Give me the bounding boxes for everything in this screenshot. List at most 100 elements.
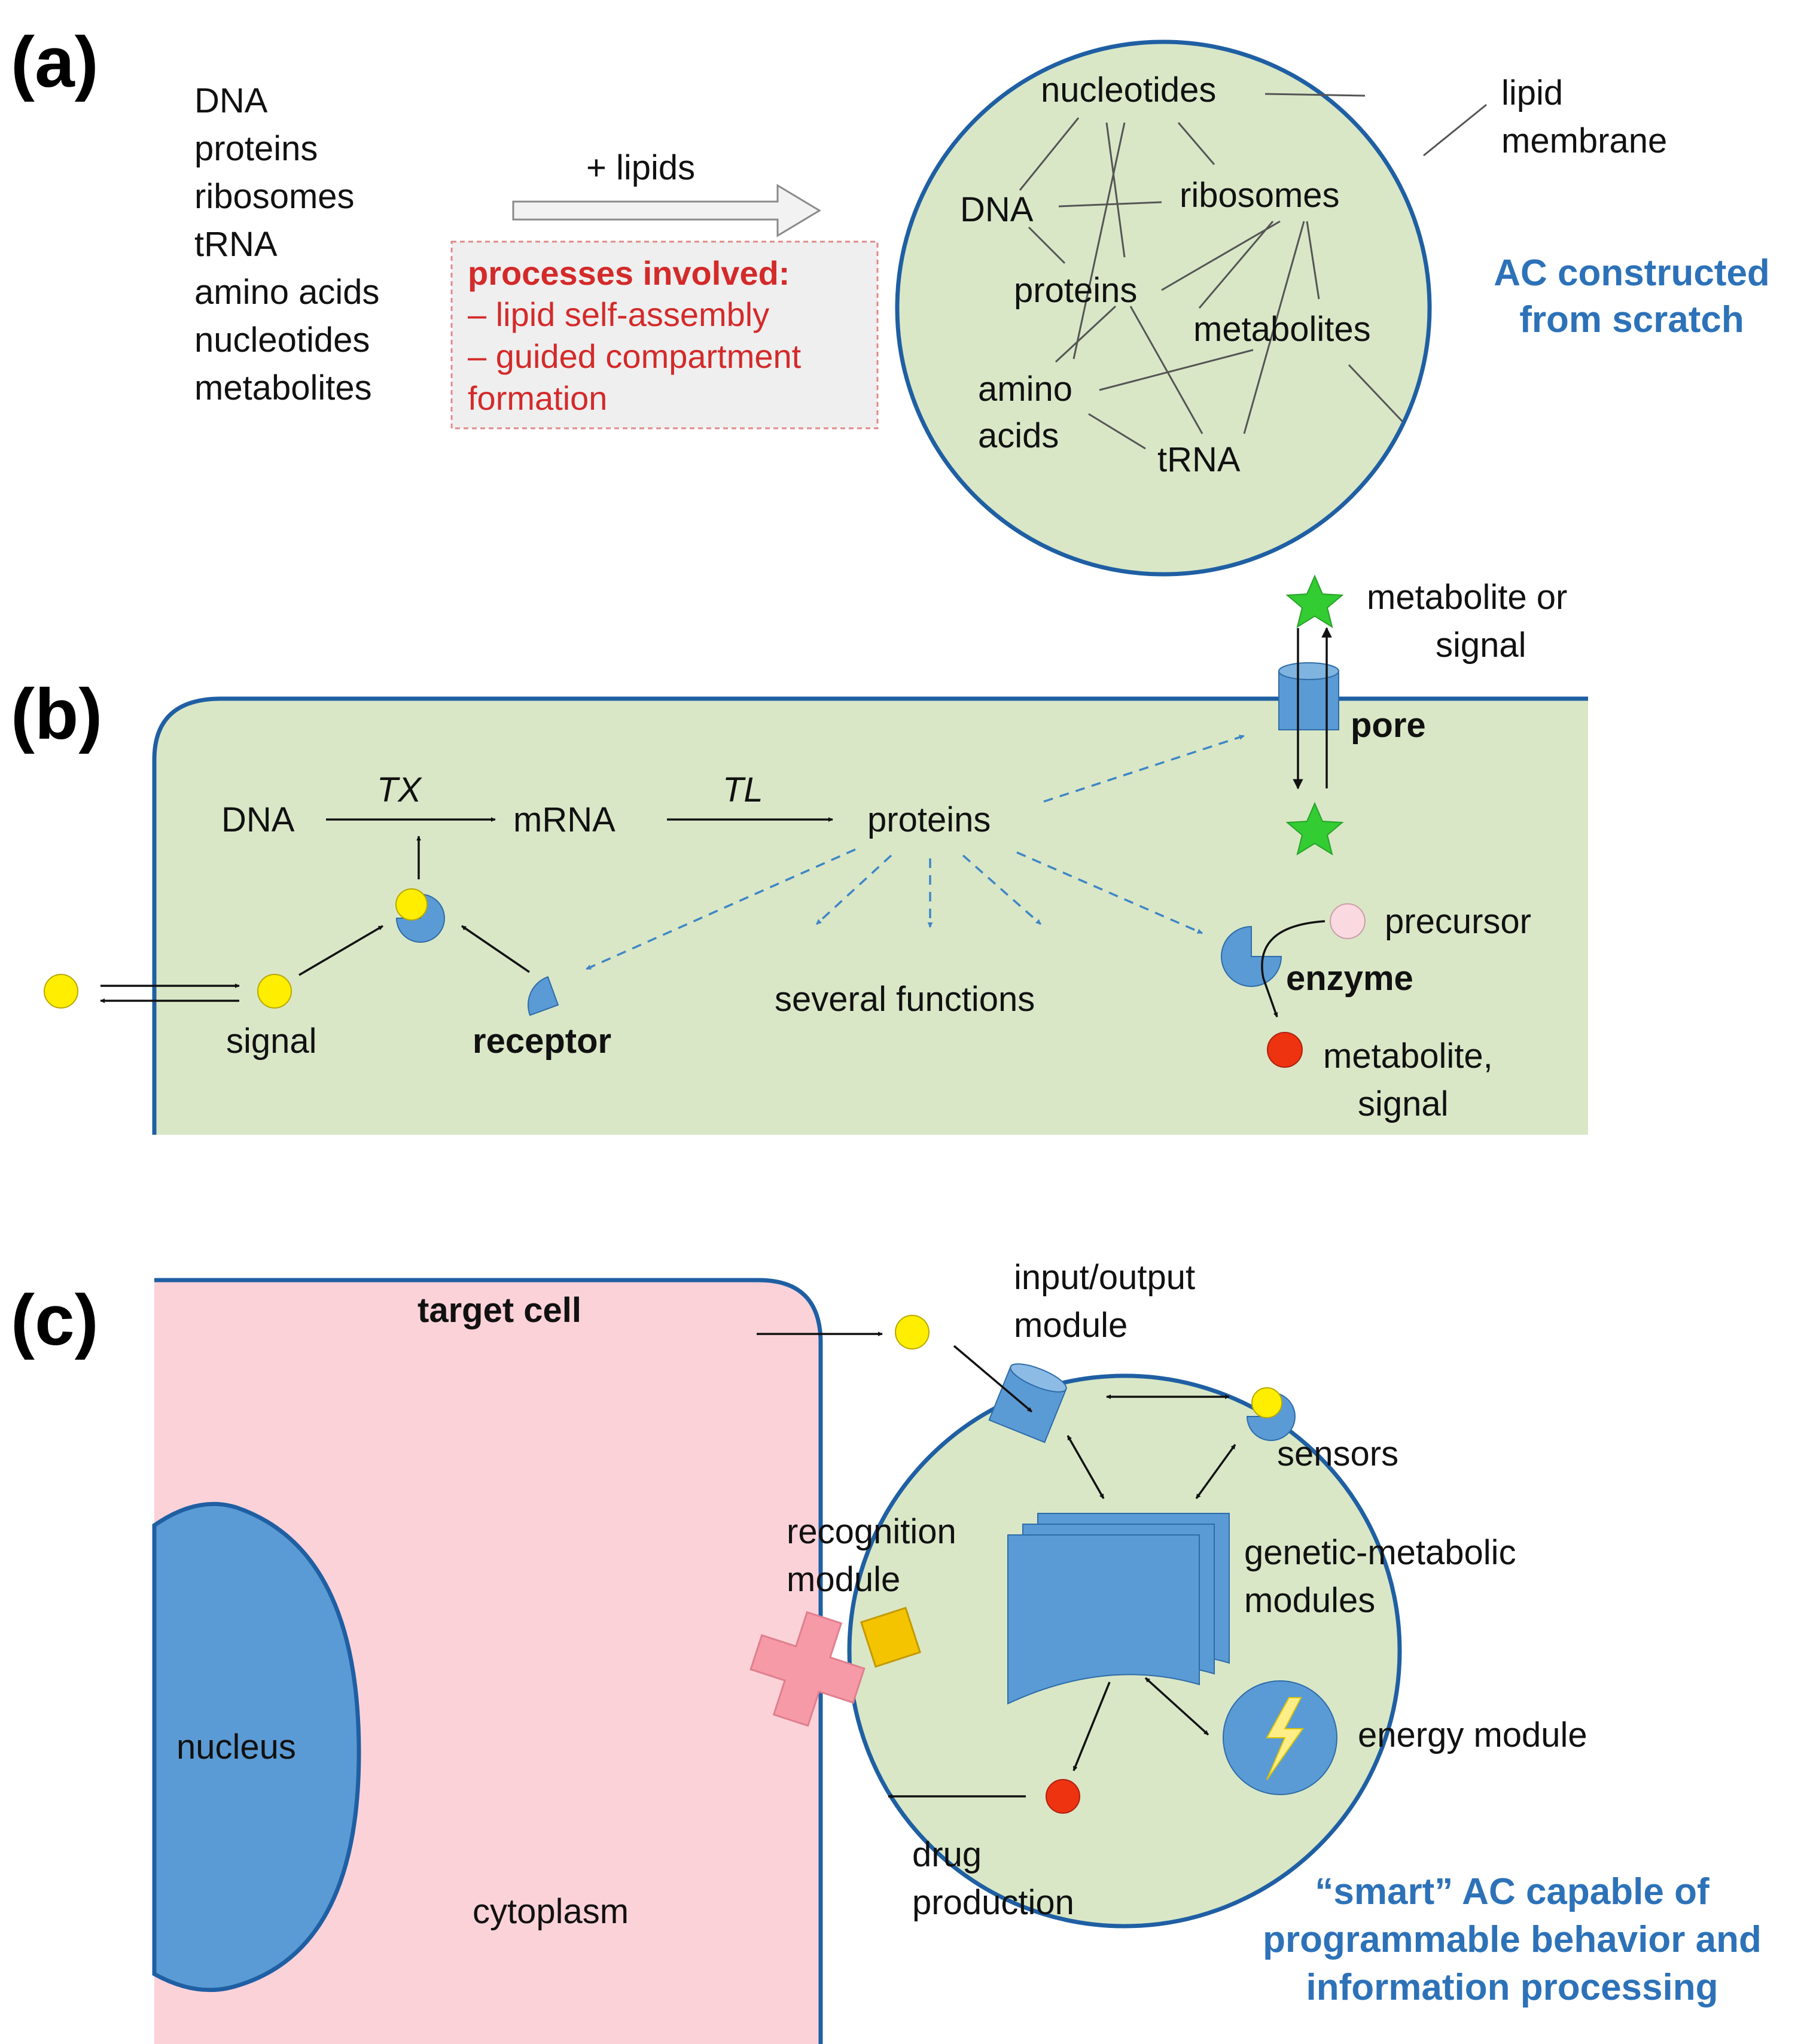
enzyme-label: enzyme: [1286, 959, 1413, 998]
enzyme-reaction-arrow: [1261, 920, 1325, 1018]
panel-c: (c) target cell nucleus cytoplasm input/…: [11, 1258, 1762, 2044]
network-edge: [1055, 305, 1117, 363]
star-outside-icon: [1285, 574, 1344, 629]
drug-production-line2: production: [912, 1883, 1074, 1922]
cell-cytoplasm-b: [154, 699, 1588, 1135]
receptor-label: receptor: [473, 1022, 611, 1061]
component-amino-acids: amino acids: [194, 273, 379, 312]
panel-label-b: (b): [11, 674, 102, 754]
interaction-network: [1019, 93, 1404, 450]
pathway-mrna: mRNA: [513, 800, 615, 839]
signal-label: signal: [226, 1022, 317, 1061]
processes-title: processes involved:: [468, 254, 790, 292]
processes-box: processes involved: – lipid self-assembl…: [450, 240, 879, 429]
network-edge: [1028, 226, 1066, 264]
io-module-arrow: [1066, 1435, 1105, 1499]
complex-receptor-icon: [395, 893, 445, 943]
receptor-icon: [528, 976, 559, 1016]
node-acids: acids: [978, 416, 1059, 455]
pore-label: pore: [1351, 706, 1426, 745]
receptor-binding-arrow: [461, 925, 530, 973]
recognition-module-line1: recognition: [787, 1512, 956, 1551]
panel-label-a: (a): [11, 22, 99, 102]
network-edge: [1129, 306, 1203, 434]
component-metabolites: metabolites: [194, 368, 372, 407]
io-module-line2: module: [1014, 1306, 1128, 1345]
pore-top: [1278, 662, 1339, 680]
cell-membrane-b: [152, 696, 1588, 1135]
genetic-metabolic-modules-icon: [1007, 1513, 1230, 1705]
target-cell-label: target cell: [418, 1291, 581, 1330]
protein-to-enzyme-arrow: [1016, 851, 1203, 934]
nucleus: [152, 1501, 361, 1993]
membrane-leader-line: [1423, 103, 1487, 157]
signal-inside-icon: [257, 974, 292, 1009]
metabolite-product-line2: signal: [1358, 1085, 1449, 1123]
precursor-label: precursor: [1385, 902, 1531, 941]
metabolite-product-line1: metabolite,: [1323, 1037, 1493, 1076]
network-edge: [1177, 122, 1215, 165]
component-list: DNA proteins ribosomes tRNA amino acids …: [194, 81, 379, 407]
pathway-proteins: proteins: [867, 800, 991, 839]
membrane-label-lipid: lipid: [1501, 74, 1563, 112]
component-nucleotides: nucleotides: [194, 321, 370, 360]
network-edge: [1348, 364, 1404, 423]
membrane-label-membrane: membrane: [1501, 121, 1667, 160]
network-edge: [1264, 93, 1366, 97]
process-lipid-self-assembly: – lipid self-assembly: [468, 296, 769, 333]
drug-molecule-icon: [1046, 1779, 1080, 1814]
panel-a: (a) DNA proteins ribosomes tRNA amino ac…: [11, 22, 1770, 577]
network-edge: [1088, 413, 1146, 450]
network-edge: [1072, 122, 1126, 360]
process-guided-compartment: – guided compartment: [468, 337, 802, 375]
component-proteins: proteins: [194, 129, 318, 168]
component-dna: DNA: [194, 81, 268, 120]
plus-lipids-label: + lipids: [586, 148, 695, 187]
energy-module-arrow: [1144, 1677, 1209, 1736]
nucleus-label: nucleus: [176, 1728, 296, 1766]
node-nucleotides: nucleotides: [1041, 71, 1216, 109]
network-edge: [1243, 221, 1305, 434]
genetic-metabolic-line2: modules: [1244, 1581, 1375, 1620]
signal-molecule-icon: [895, 1315, 930, 1350]
network-edge: [1058, 201, 1162, 208]
protein-function-arrow-1: [815, 854, 892, 925]
signal-outside-icon: [44, 974, 78, 1009]
node-ribosomes: ribosomes: [1180, 176, 1340, 215]
metabolite-or-signal-line2: signal: [1436, 626, 1526, 665]
genetic-metabolic-line1: genetic-metabolic: [1244, 1533, 1516, 1572]
processes-box-frame: [450, 240, 879, 429]
network-edge: [1099, 349, 1254, 391]
component-ribosomes: ribosomes: [194, 177, 355, 216]
precursor-icon: [1330, 903, 1366, 939]
recognition-receptor-icon: [749, 1611, 866, 1727]
panel-label-c: (c): [11, 1280, 99, 1360]
network-edge: [1306, 221, 1320, 300]
caption-a-line2: from scratch: [1519, 299, 1744, 340]
pore: [1278, 662, 1339, 730]
cytoplasm-label: cytoplasm: [473, 1892, 629, 1931]
caption-c-line3: information processing: [1306, 1967, 1718, 2008]
network-edge: [1198, 221, 1274, 309]
component-trna: tRNA: [194, 225, 278, 264]
node-metabolites: metabolites: [1193, 310, 1371, 349]
metabolite-or-signal-line1: metabolite or: [1367, 578, 1567, 617]
io-module-top: [1010, 1363, 1067, 1393]
io-module-icon: [988, 1363, 1067, 1443]
sensor-module-arrow: [1195, 1443, 1236, 1500]
io-module-line1: input/output: [1014, 1258, 1195, 1297]
node-proteins: proteins: [1014, 271, 1137, 310]
assembly-arrow: [512, 184, 821, 237]
process-formation: formation: [468, 379, 607, 417]
lightning-icon: [1266, 1697, 1304, 1780]
signal-binding-arrow: [298, 925, 383, 976]
signal-receptor-complex: [395, 888, 445, 943]
sensor-icon: [1246, 1387, 1296, 1441]
sensor-signal-icon: [1251, 1387, 1282, 1418]
tl-label: TL: [723, 770, 763, 809]
protein-to-pore-arrow: [1043, 735, 1245, 803]
caption-c-line1: “smart” AC capable of: [1315, 1871, 1710, 1912]
network-edge: [1105, 122, 1126, 258]
node-amino: amino: [978, 370, 1072, 409]
protein-function-arrow-3: [962, 854, 1042, 925]
